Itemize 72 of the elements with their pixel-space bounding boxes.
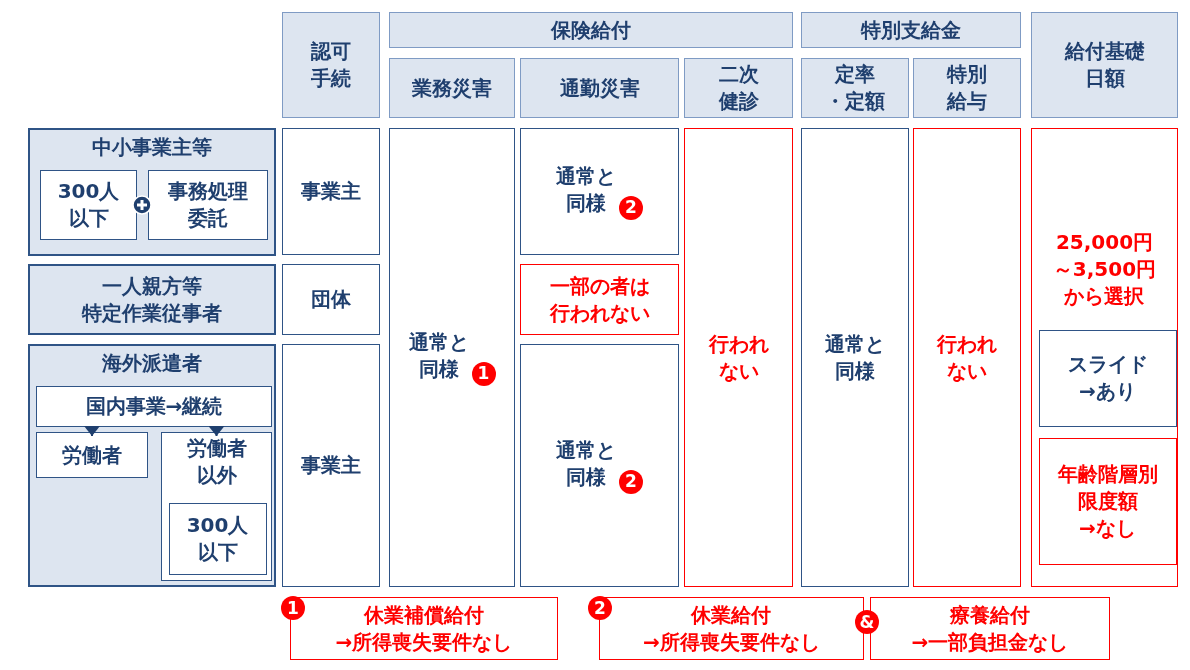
cell-text: 休業補償給付→所得喪失要件なし: [335, 601, 513, 656]
table-box: [36, 432, 148, 478]
group-box: [28, 264, 276, 335]
cell-text: 通常と同様: [556, 163, 616, 218]
cell-text: 認可手続: [311, 38, 351, 92]
table-box: [168, 502, 267, 575]
header-box: [282, 12, 380, 118]
cell-text: 年齢階層別限度額→なし: [1057, 460, 1158, 542]
cell-text: 療養給付→一部負担金なし: [911, 601, 1069, 656]
table-box: [520, 128, 679, 255]
number-badge: 1: [281, 596, 305, 620]
header-box: [801, 12, 1021, 48]
cell-text: 通常と同様: [408, 329, 469, 384]
cell-text: 特別給与: [947, 61, 987, 115]
cell-text: 団体: [311, 286, 351, 313]
number-badge: 2: [588, 596, 612, 620]
cell-text: 25,000円～3,500円から選択: [1052, 229, 1157, 310]
table-box: [40, 170, 137, 240]
table-box: [161, 432, 272, 581]
cell-text: 中小事業主等: [92, 134, 212, 161]
header-box: [684, 58, 793, 118]
number-badge: 2: [619, 195, 643, 220]
cell-text: 行われない: [708, 330, 769, 385]
header-box: [913, 58, 1021, 118]
arrow: [84, 425, 100, 437]
cell-text: 給付基礎日額: [1064, 38, 1145, 92]
group-box: [28, 128, 276, 256]
table-box: [389, 128, 515, 587]
arrow: [208, 425, 225, 437]
cell-text: 行われない: [937, 330, 997, 385]
cell-text: 特別支給金: [861, 16, 961, 44]
cell-text: 300人以下: [57, 178, 120, 232]
group-box: [28, 344, 276, 587]
header-box: [389, 12, 793, 48]
cell-text: 通常と同様: [825, 330, 885, 385]
cell-text: 国内事業→継続: [85, 393, 223, 420]
header-box: [520, 58, 679, 118]
cell-text: 二次健診: [718, 61, 759, 115]
cell-text: スライド→あり: [1067, 351, 1148, 405]
table-box: [913, 128, 1021, 587]
cell-text: 業務災害: [412, 74, 492, 102]
table-box: [282, 128, 380, 255]
table-box: [1031, 128, 1178, 587]
table-box: [520, 344, 679, 587]
table-box: [1038, 329, 1177, 427]
table-box: [684, 128, 793, 587]
cell-text: 海外派遣者: [102, 350, 202, 377]
cell-text: 事業主: [301, 452, 361, 479]
header-box: [801, 58, 909, 118]
header-box: [1031, 12, 1178, 118]
cell-text: 通常と同様: [556, 437, 616, 492]
table-box: [801, 128, 909, 587]
cell-text: 300人以下: [186, 511, 249, 566]
cell-text: 一部の者は行われない: [549, 272, 650, 327]
table-box: [1038, 437, 1177, 565]
cell-text: 定率・定額: [825, 61, 885, 115]
number-badge: 1: [471, 361, 496, 386]
cell-text: 通勤災害: [559, 74, 640, 102]
cell-text: 保険給付: [551, 16, 631, 44]
header-box: [389, 58, 515, 118]
cell-text: 労働者以外: [186, 435, 247, 489]
table-box: [520, 264, 679, 335]
table-box: [36, 386, 272, 427]
table-box: [282, 264, 380, 335]
number-badge: 2: [619, 469, 643, 494]
table-box: [148, 170, 268, 240]
table-box: [282, 344, 380, 587]
cell-text: 一人親方等特定作業従事者: [82, 272, 222, 327]
cell-text: 休業給付→所得喪失要件なし: [643, 601, 820, 656]
cell-text: 事業主: [301, 178, 361, 205]
cell-text: 事務処理委託: [168, 178, 248, 232]
cell-text: 労働者: [62, 441, 122, 469]
